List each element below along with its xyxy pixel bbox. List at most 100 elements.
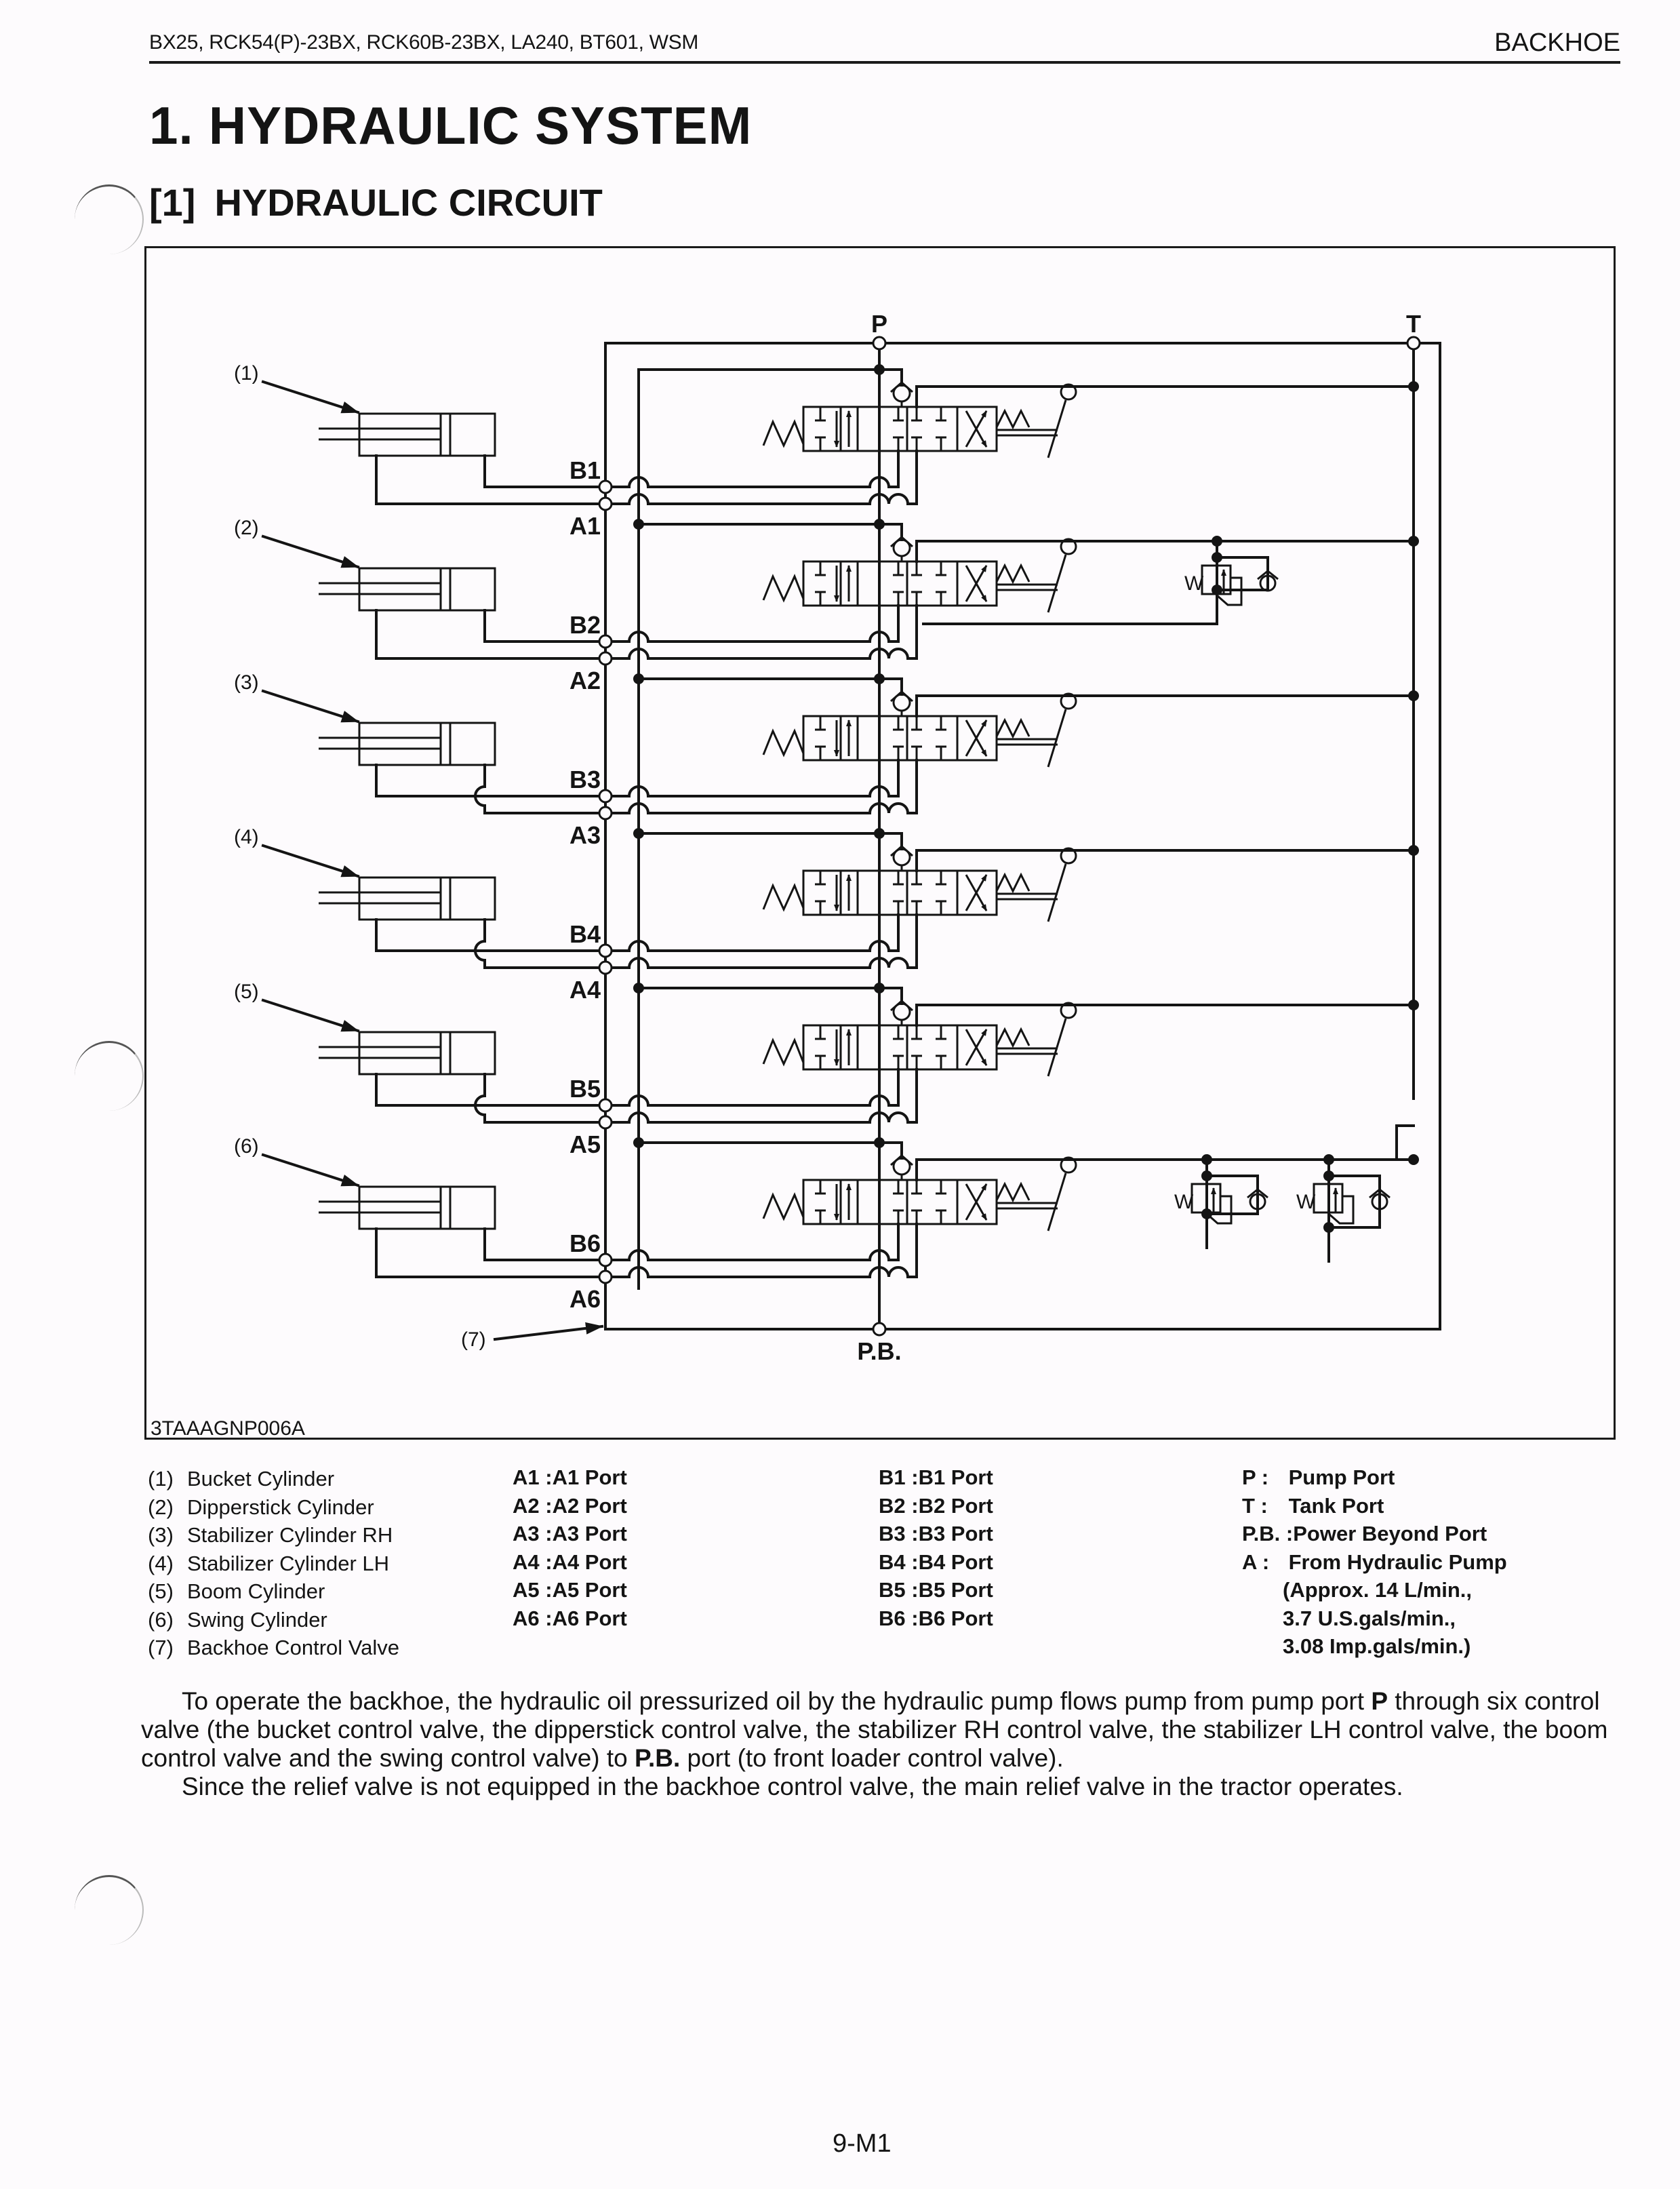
- cylinder-body: [358, 412, 496, 457]
- text-bold-pb: P.B.: [635, 1744, 681, 1772]
- legend-item: (5)Boom Cylinder: [148, 1577, 399, 1606]
- punch-hole: [75, 184, 144, 254]
- b-port-line: [604, 631, 900, 643]
- junction-dot: [1201, 1208, 1212, 1219]
- check-valve-seat: [890, 1000, 913, 1012]
- junction-dot: [874, 519, 885, 530]
- spring-icon: [762, 883, 805, 912]
- a-port-label: A2: [569, 667, 601, 694]
- flow-note: 3.08 Imp.gals/min.): [1283, 1634, 1471, 1658]
- spring-icon: [762, 728, 805, 757]
- lever-handle: [1047, 1172, 1067, 1231]
- control-valve-row: [319, 381, 1077, 458]
- callout-label: (5): [234, 981, 259, 1003]
- legend-components: (1)Bucket Cylinder (2)Dipperstick Cylind…: [148, 1465, 399, 1662]
- legend-a-port: A1 :A1 Port: [513, 1465, 627, 1489]
- flow-arrow: [965, 1029, 988, 1066]
- callout-label: (3): [234, 671, 259, 694]
- legend-key: P.B. :: [1242, 1522, 1294, 1545]
- legend-port-p: P : Pump Port: [1242, 1463, 1507, 1492]
- cylinder-body: [358, 876, 496, 921]
- junction-dot: [1212, 536, 1222, 547]
- junction-dot: [1323, 1222, 1334, 1233]
- lever-handle: [1047, 1018, 1067, 1077]
- a-port-label: A5: [569, 1130, 601, 1158]
- legend-a-port: A4 :A4 Port: [513, 1550, 627, 1574]
- b-port-label: B5: [569, 1075, 601, 1103]
- callout-leader: [261, 998, 360, 1033]
- junction-dot: [1408, 845, 1419, 856]
- check-valve-seat: [890, 536, 913, 548]
- relief-valve-icon: [1313, 1183, 1344, 1214]
- lever-handle: [1047, 863, 1067, 922]
- junction-dot: [1212, 552, 1222, 563]
- junction-dot: [874, 1137, 885, 1148]
- a-port-line: [604, 1111, 918, 1124]
- figure-code: 3TAAAGNP006A: [151, 1417, 305, 1440]
- b-port-line: [604, 1249, 900, 1261]
- junction-dot: [1408, 381, 1419, 392]
- power-beyond-port: [872, 1322, 887, 1337]
- a-port: [598, 1115, 613, 1130]
- flow-arrow: [965, 874, 988, 911]
- b-port-label: B2: [569, 611, 601, 639]
- a-port: [598, 651, 613, 666]
- tank-port: [1406, 336, 1421, 351]
- lever-knob-icon: [1060, 538, 1077, 555]
- lever-knob-icon: [1060, 1156, 1077, 1174]
- lever-knob-icon: [1060, 847, 1077, 865]
- cylinder-line-hop: [474, 764, 607, 814]
- legend-name: Dipperstick Cylinder: [187, 1495, 374, 1519]
- subtitle-text: HYDRAULIC CIRCUIT: [214, 181, 603, 224]
- junction-dot: [874, 828, 885, 839]
- flow-arrow: [965, 1183, 988, 1221]
- a-port-label: A3: [569, 821, 601, 849]
- relief-spring-label: W: [1184, 572, 1204, 595]
- legend-name: Backhoe Control Valve: [187, 1636, 400, 1659]
- junction-dot: [1323, 1154, 1334, 1165]
- control-valve-row: [319, 1000, 1077, 1077]
- relief-pilot-line: [1206, 1195, 1233, 1225]
- detent-icon: [995, 408, 1031, 430]
- lever-knob-icon: [1060, 692, 1077, 710]
- a-port-label: A1: [569, 512, 601, 540]
- text-run: port (to front loader control valve).: [680, 1744, 1064, 1772]
- callout-label: (1): [234, 362, 259, 384]
- legend-port-t: T : Tank Port: [1242, 1492, 1507, 1520]
- junction-dot: [1212, 585, 1222, 595]
- callout-label: (6): [234, 1135, 259, 1158]
- legend-item: (6)Swing Cylinder: [148, 1606, 399, 1634]
- b-port: [598, 1098, 613, 1113]
- junction-dot: [633, 673, 644, 684]
- b-port-label: B3: [569, 766, 601, 793]
- junction-dot: [1323, 1170, 1334, 1181]
- junction-dot: [1201, 1154, 1212, 1165]
- legend-num: (1): [148, 1467, 174, 1491]
- check-valve-seat: [890, 845, 913, 857]
- flow-note: 3.7 U.S.gals/min.,: [1283, 1606, 1456, 1630]
- diagram-frame: [144, 246, 1616, 1440]
- relief-spring-label: W: [1174, 1191, 1194, 1213]
- flow-arrow: [965, 719, 988, 757]
- b-port: [598, 789, 613, 804]
- a-port: [598, 496, 613, 511]
- cylinder-line-hop: [474, 1073, 607, 1124]
- spring-icon: [762, 574, 805, 603]
- power-beyond-label: P.B.: [857, 1337, 901, 1365]
- flow-note: (Approx. 14 L/min.,: [1283, 1578, 1473, 1602]
- junction-dot: [633, 519, 644, 530]
- a-port: [598, 1269, 613, 1284]
- pump-port-label: P: [871, 310, 887, 338]
- check-valve-icon: [1249, 1193, 1266, 1210]
- control-valve-row: [319, 690, 1077, 768]
- callout-leader: [261, 689, 360, 724]
- text-run: To operate the backhoe, the hydraulic oi…: [182, 1687, 1372, 1715]
- legend-a-port: A3 :A3 Port: [513, 1522, 627, 1545]
- paragraph-operation: To operate the backhoe, the hydraulic oi…: [141, 1687, 1619, 1773]
- a-port-line: [604, 1266, 918, 1278]
- legend-num: (4): [148, 1551, 174, 1575]
- legend-other-ports: P : Pump Port T : Tank Port P.B. :Power …: [1242, 1463, 1507, 1661]
- junction-dot: [1408, 1000, 1419, 1010]
- control-valve-row: [319, 845, 1077, 922]
